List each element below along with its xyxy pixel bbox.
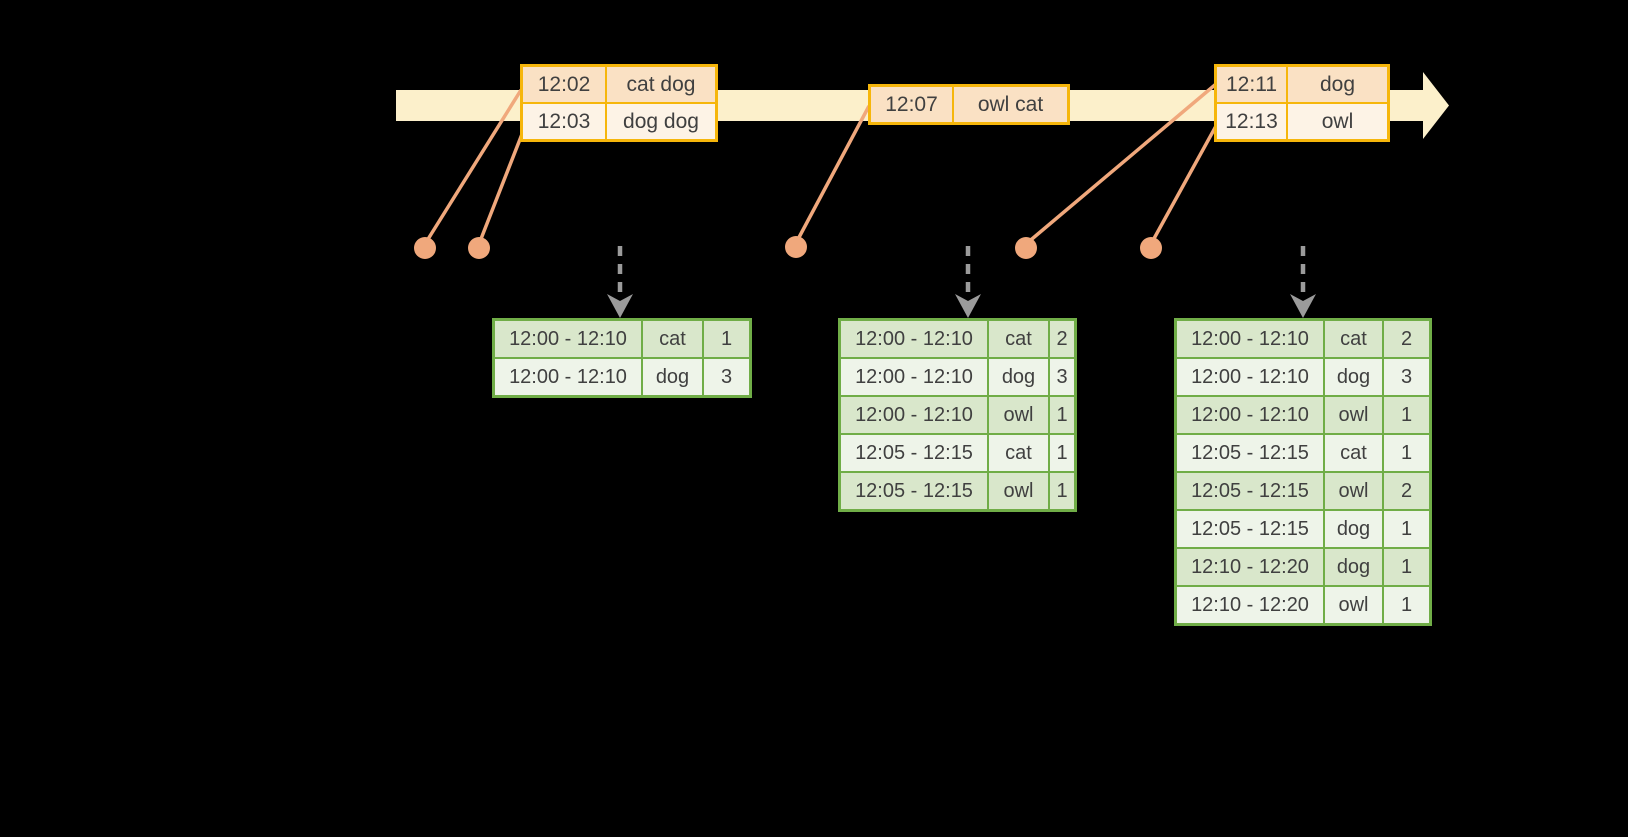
event-time-cell: 12:07 [871,87,952,122]
window-cell: 12:05 - 12:15 [841,473,987,509]
event-connector-line [423,89,523,245]
count-cell: 1 [1384,397,1429,433]
down-arrowhead-icon [607,294,633,318]
window-cell: 12:00 - 12:10 [495,359,641,395]
word-cell: owl [1325,473,1382,509]
event-dot-icon [1015,237,1037,259]
event-words-cell: owl cat [954,87,1067,122]
window-cell: 12:00 - 12:10 [495,321,641,357]
word-cell: cat [1325,435,1382,471]
word-cell: dog [1325,549,1382,585]
word-cell: cat [989,435,1048,471]
count-cell: 1 [1384,587,1429,623]
word-cell: owl [1325,397,1382,433]
event-time-cell: 12:02 [523,67,605,102]
word-cell: dog [1325,511,1382,547]
timeline-arrowhead-icon [1423,72,1449,139]
event-connector-line [794,105,871,244]
event-dot-icon [414,237,436,259]
window-cell: 12:05 - 12:15 [1177,435,1323,471]
count-cell: 1 [1384,549,1429,585]
trigger-arrows [607,246,1316,318]
count-cell: 3 [704,359,749,395]
count-cell: 1 [1384,435,1429,471]
event-dot-icon [785,236,807,258]
count-cell: 3 [1384,359,1429,395]
window-cell: 12:05 - 12:15 [1177,511,1323,547]
event-time-cell: 12:03 [523,104,605,139]
word-cell: dog [643,359,702,395]
event-connector-line [477,128,526,245]
count-cell: 1 [1384,511,1429,547]
event-words-cell: cat dog [607,67,715,102]
down-arrowhead-icon [955,294,981,318]
word-cell: owl [1325,587,1382,623]
window-cell: 12:00 - 12:10 [841,397,987,433]
event-connector-lines [423,82,1218,246]
event-time-cell: 12:11 [1217,67,1286,102]
count-cell: 1 [1050,435,1074,471]
window-cell: 12:00 - 12:10 [841,359,987,395]
window-cell: 12:00 - 12:10 [841,321,987,357]
word-cell: cat [643,321,702,357]
word-cell: cat [1325,321,1382,357]
word-cell: owl [989,473,1048,509]
event-words-cell: owl [1288,104,1387,139]
count-cell: 2 [1050,321,1074,357]
event-words-cell: dog [1288,67,1387,102]
word-cell: owl [989,397,1048,433]
count-cell: 1 [704,321,749,357]
window-cell: 12:00 - 12:10 [1177,359,1323,395]
down-arrowhead-icon [1290,294,1316,318]
event-time-cell: 12:13 [1217,104,1286,139]
event-connector-line [1024,82,1218,246]
word-cell: dog [1325,359,1382,395]
event-dot-icon [1140,237,1162,259]
window-cell: 12:10 - 12:20 [1177,549,1323,585]
window-cell: 12:00 - 12:10 [1177,321,1323,357]
window-cell: 12:00 - 12:10 [1177,397,1323,433]
event-connector-line [1149,125,1218,245]
count-cell: 1 [1050,473,1074,509]
word-cell: cat [989,321,1048,357]
count-cell: 1 [1050,397,1074,433]
event-words-cell: dog dog [607,104,715,139]
window-cell: 12:05 - 12:15 [1177,473,1323,509]
count-cell: 2 [1384,321,1429,357]
event-dots [414,236,1162,259]
event-dot-icon [468,237,490,259]
count-cell: 3 [1050,359,1074,395]
count-cell: 2 [1384,473,1429,509]
window-cell: 12:05 - 12:15 [841,435,987,471]
window-cell: 12:10 - 12:20 [1177,587,1323,623]
word-cell: dog [989,359,1048,395]
